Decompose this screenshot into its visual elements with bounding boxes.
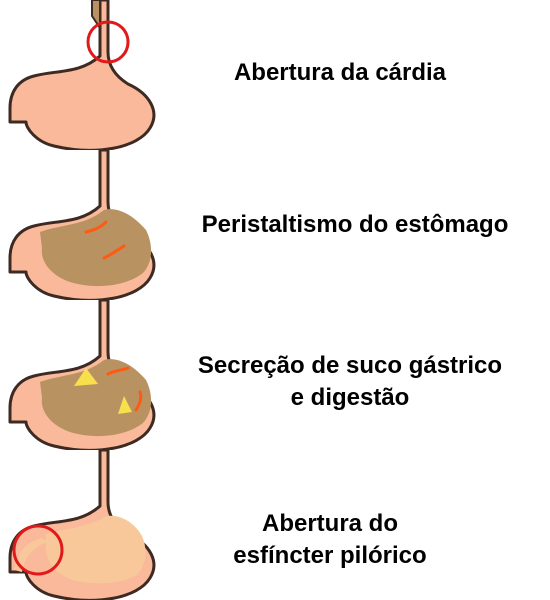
stage-pylorus: Abertura do esfíncter pilórico xyxy=(0,450,550,600)
stage-peristalsis: Peristaltismo do estômago xyxy=(0,150,550,300)
stomach-contents xyxy=(40,359,152,437)
stage-cardia-line-1: Abertura da cárdia xyxy=(233,59,447,86)
stage-pylorus-line-2: esfíncter pilórico xyxy=(233,542,427,569)
stage-cardia: Abertura da cárdia xyxy=(0,0,550,150)
pylorus-highlight-circle xyxy=(12,524,64,576)
stage-peristalsis-label: Peristaltismo do estômago xyxy=(170,209,540,241)
stomach-outline xyxy=(8,0,156,150)
peristalsis-arrow-lower xyxy=(134,390,143,412)
stage-secretion-label: Secreção de suco gástrico e digestão xyxy=(170,350,530,414)
peristalsis-arrow-upper xyxy=(84,220,108,234)
pylorus-duodenum-contents xyxy=(14,538,48,572)
stomach-contents xyxy=(46,515,146,584)
peristalsis-arrow-upper xyxy=(106,366,130,376)
stomach-secretion-illustration xyxy=(8,300,156,450)
stage-secretion-line-2: e digestão xyxy=(290,384,410,411)
stomach-pylorus-illustration xyxy=(8,450,156,600)
stage-cardia-label: Abertura da cárdia xyxy=(200,57,480,89)
stomach-contents xyxy=(40,209,152,287)
stage-secretion-line-1: Secreção de suco gástrico xyxy=(197,352,503,379)
stage-pylorus-line-1: Abertura do xyxy=(261,510,398,537)
cardia-highlight-circle xyxy=(86,20,130,64)
peristalsis-arrow-lower xyxy=(102,244,126,260)
gastric-juice-secretion-glow-right xyxy=(118,396,132,414)
gastric-juice-secretion-glow-left xyxy=(74,368,98,386)
stage-peristalsis-line-1: Peristaltismo do estômago xyxy=(201,211,509,238)
stage-secretion: Secreção de suco gástrico e digestão xyxy=(0,300,550,450)
stage-pylorus-label: Abertura do esfíncter pilórico xyxy=(205,508,455,572)
stomach-cardia-illustration xyxy=(8,0,156,150)
stomach-peristalsis-illustration xyxy=(8,150,156,300)
